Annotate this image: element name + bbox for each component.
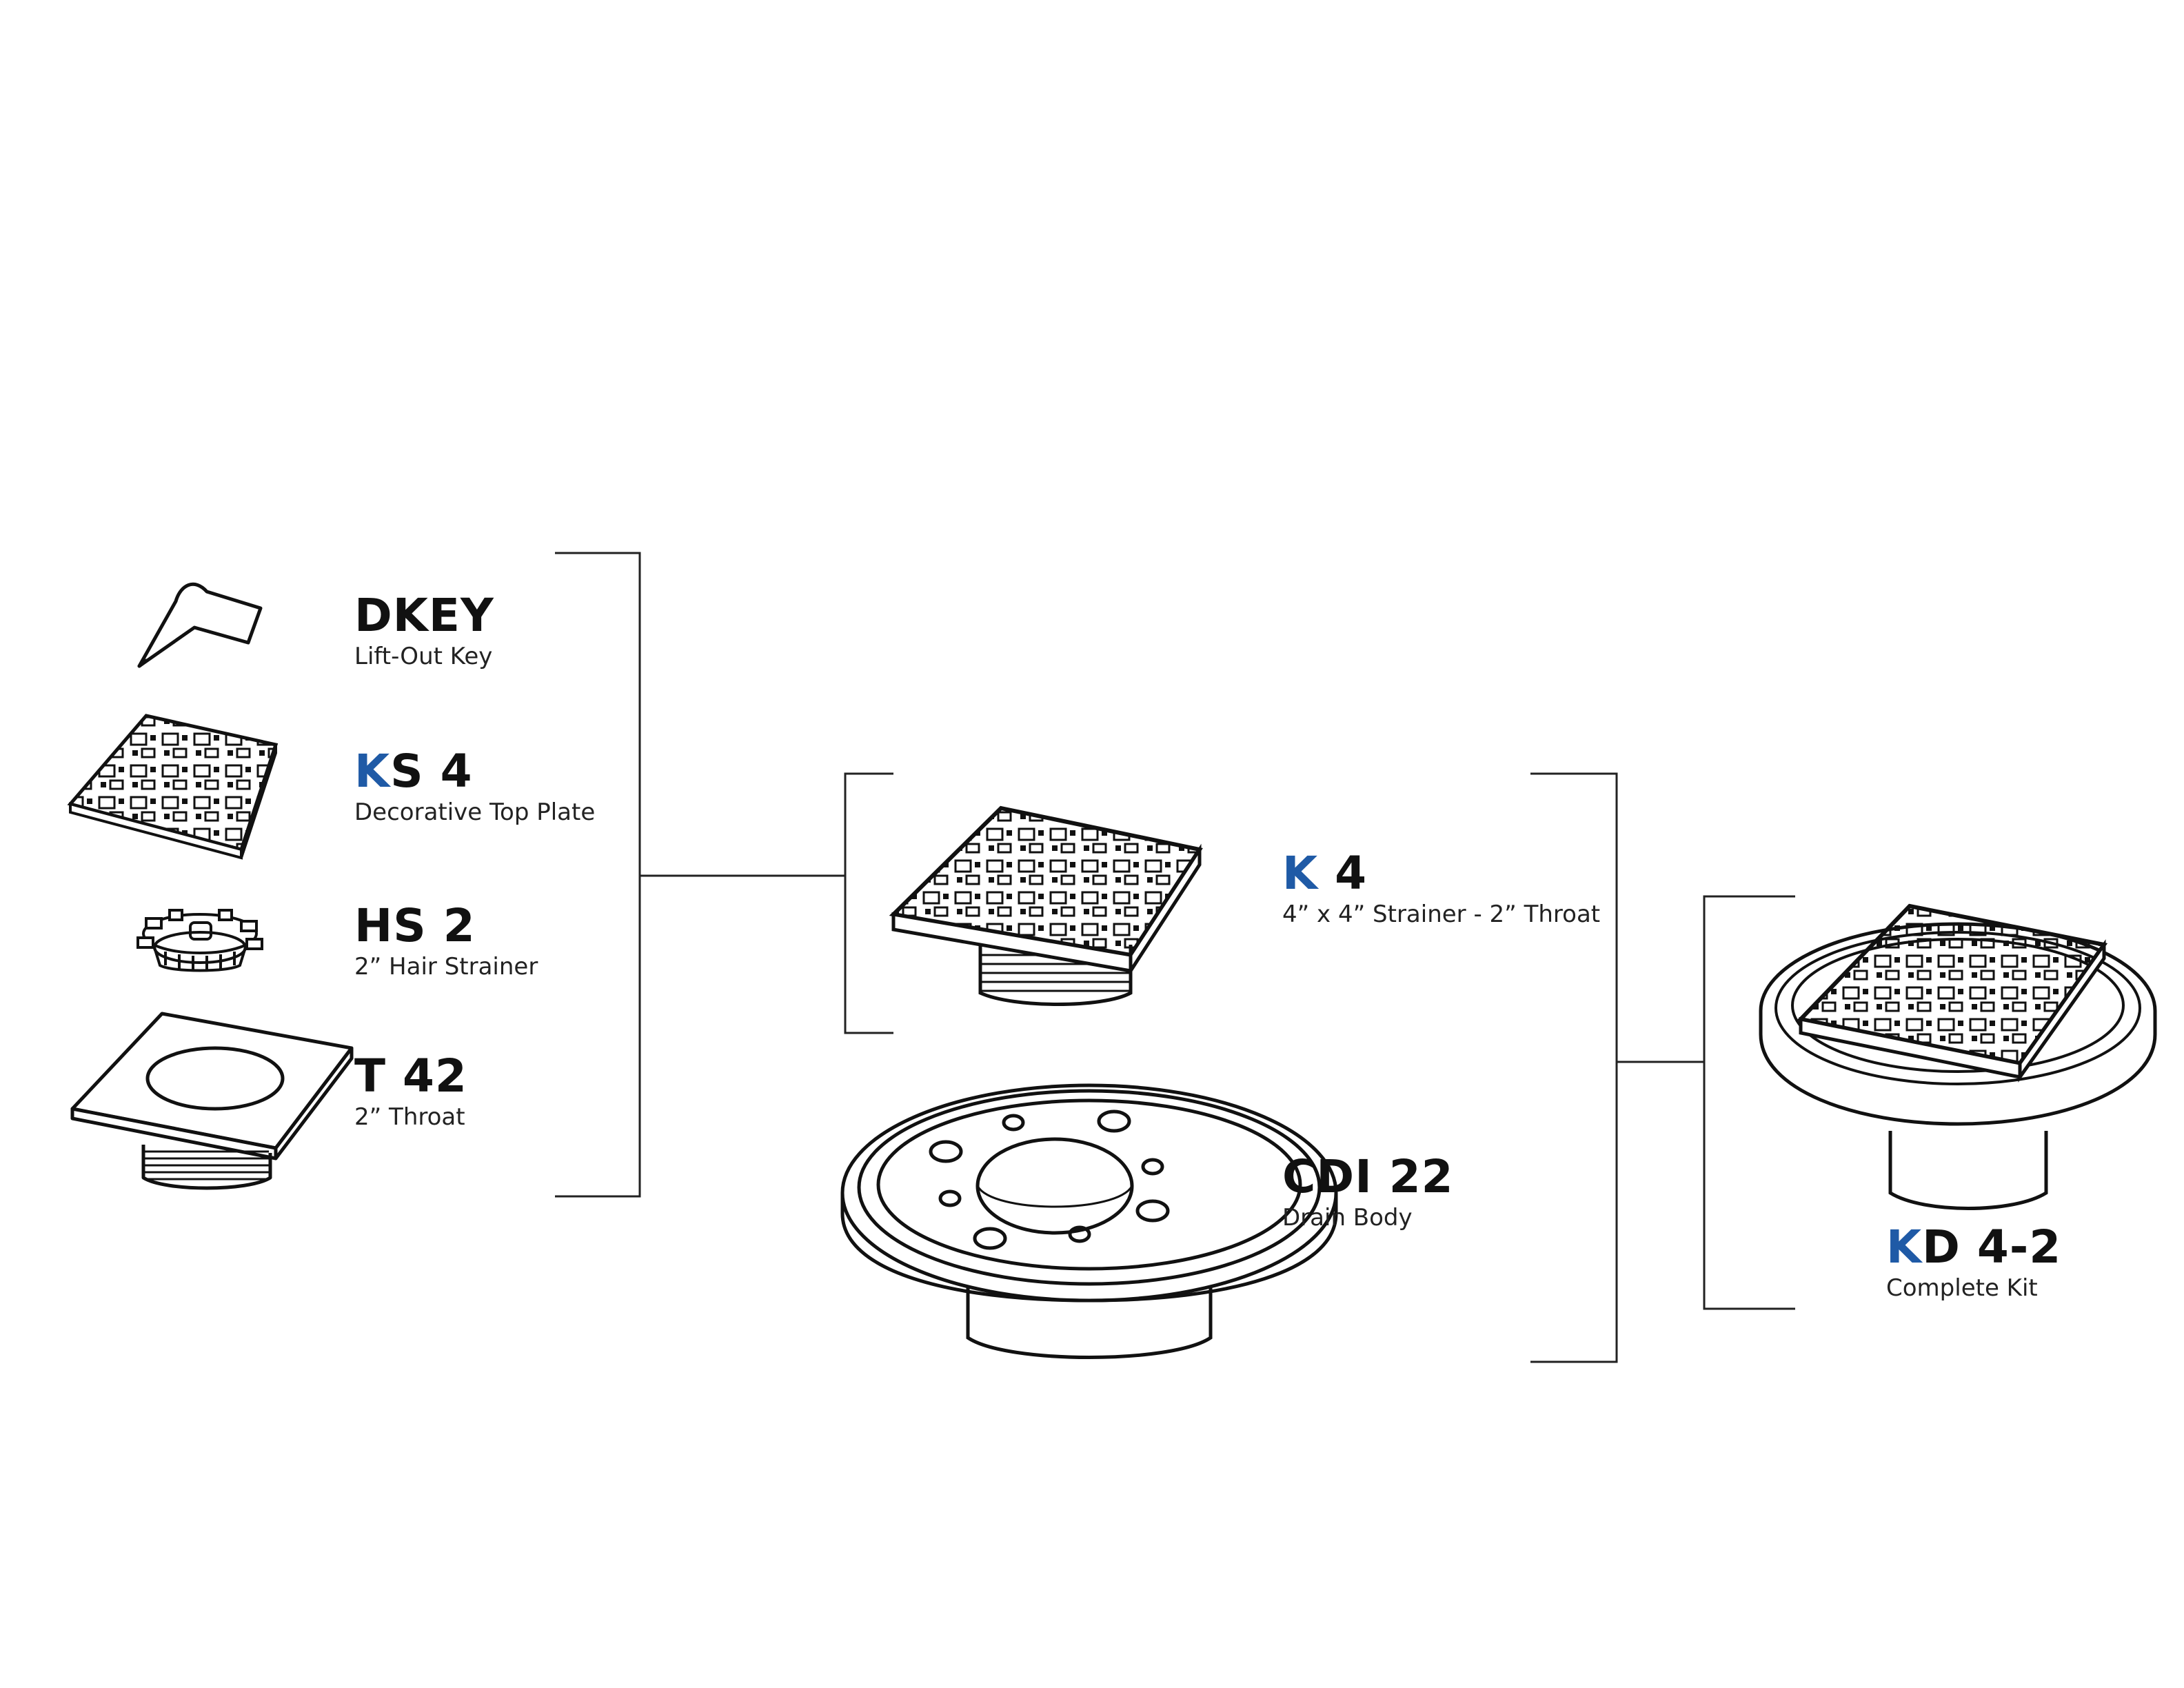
lift-key-icon	[137, 582, 263, 668]
part-code: KD 4-2	[1886, 1225, 2061, 1270]
part-code: K 4	[1282, 851, 1600, 896]
bracket-kit	[1703, 895, 1795, 1310]
part-code-rest: 4	[1318, 847, 1368, 900]
connector-lines	[555, 552, 1795, 1363]
part-code-rest: CDI 22	[1282, 1150, 1454, 1203]
bracket-k4	[844, 772, 893, 1034]
part-code-rest: D 4-2	[1922, 1220, 2062, 1274]
throat-icon	[70, 1012, 354, 1190]
part-description: 2” Throat	[354, 1103, 465, 1131]
part-description: Decorative Top Plate	[354, 798, 596, 826]
part-code: KS 4	[354, 749, 595, 794]
part-description: 4” x 4” Strainer - 2” Throat	[1282, 901, 1601, 928]
part-code-rest: S 4	[390, 745, 473, 798]
part-label-t42: T 42 2” Throat	[354, 1054, 467, 1130]
part-label-kd42: KD 4-2 Complete Kit	[1886, 1225, 2061, 1301]
complete-kit-icon	[1759, 903, 2157, 1210]
hair-strainer-icon	[136, 909, 263, 972]
part-code-rest: DKEY	[354, 589, 494, 642]
part-description: Lift-Out Key	[354, 643, 493, 670]
part-code-accent: K	[1282, 847, 1319, 900]
drain-body-icon	[840, 1083, 1338, 1359]
top-plate-icon	[67, 714, 279, 860]
part-label-hs2: HS 2 2” Hair Strainer	[354, 903, 538, 980]
part-code: CDI 22	[1282, 1154, 1454, 1200]
part-description: Drain Body	[1282, 1204, 1413, 1232]
part-label-dkey: DKEY Lift-Out Key	[354, 593, 494, 670]
part-code-accent: K	[354, 745, 391, 798]
part-description: Complete Kit	[1886, 1274, 2038, 1302]
part-code: T 42	[354, 1054, 467, 1099]
part-code: HS 2	[354, 903, 538, 949]
strainer-assembly-icon	[889, 805, 1203, 1006]
part-label-ks4: KS 4 Decorative Top Plate	[354, 749, 595, 825]
part-code-rest: HS 2	[354, 899, 476, 952]
bracket-left-components	[555, 552, 641, 1198]
part-label-cdi22: CDI 22 Drain Body	[1282, 1154, 1454, 1231]
part-label-k4: K 4 4” x 4” Strainer - 2” Throat	[1282, 851, 1600, 927]
part-code: DKEY	[354, 593, 494, 639]
bracket-middle-assemblies	[1530, 772, 1618, 1363]
part-code-accent: K	[1886, 1220, 1923, 1274]
part-description: 2” Hair Strainer	[354, 953, 538, 981]
part-code-rest: T 42	[354, 1049, 467, 1103]
